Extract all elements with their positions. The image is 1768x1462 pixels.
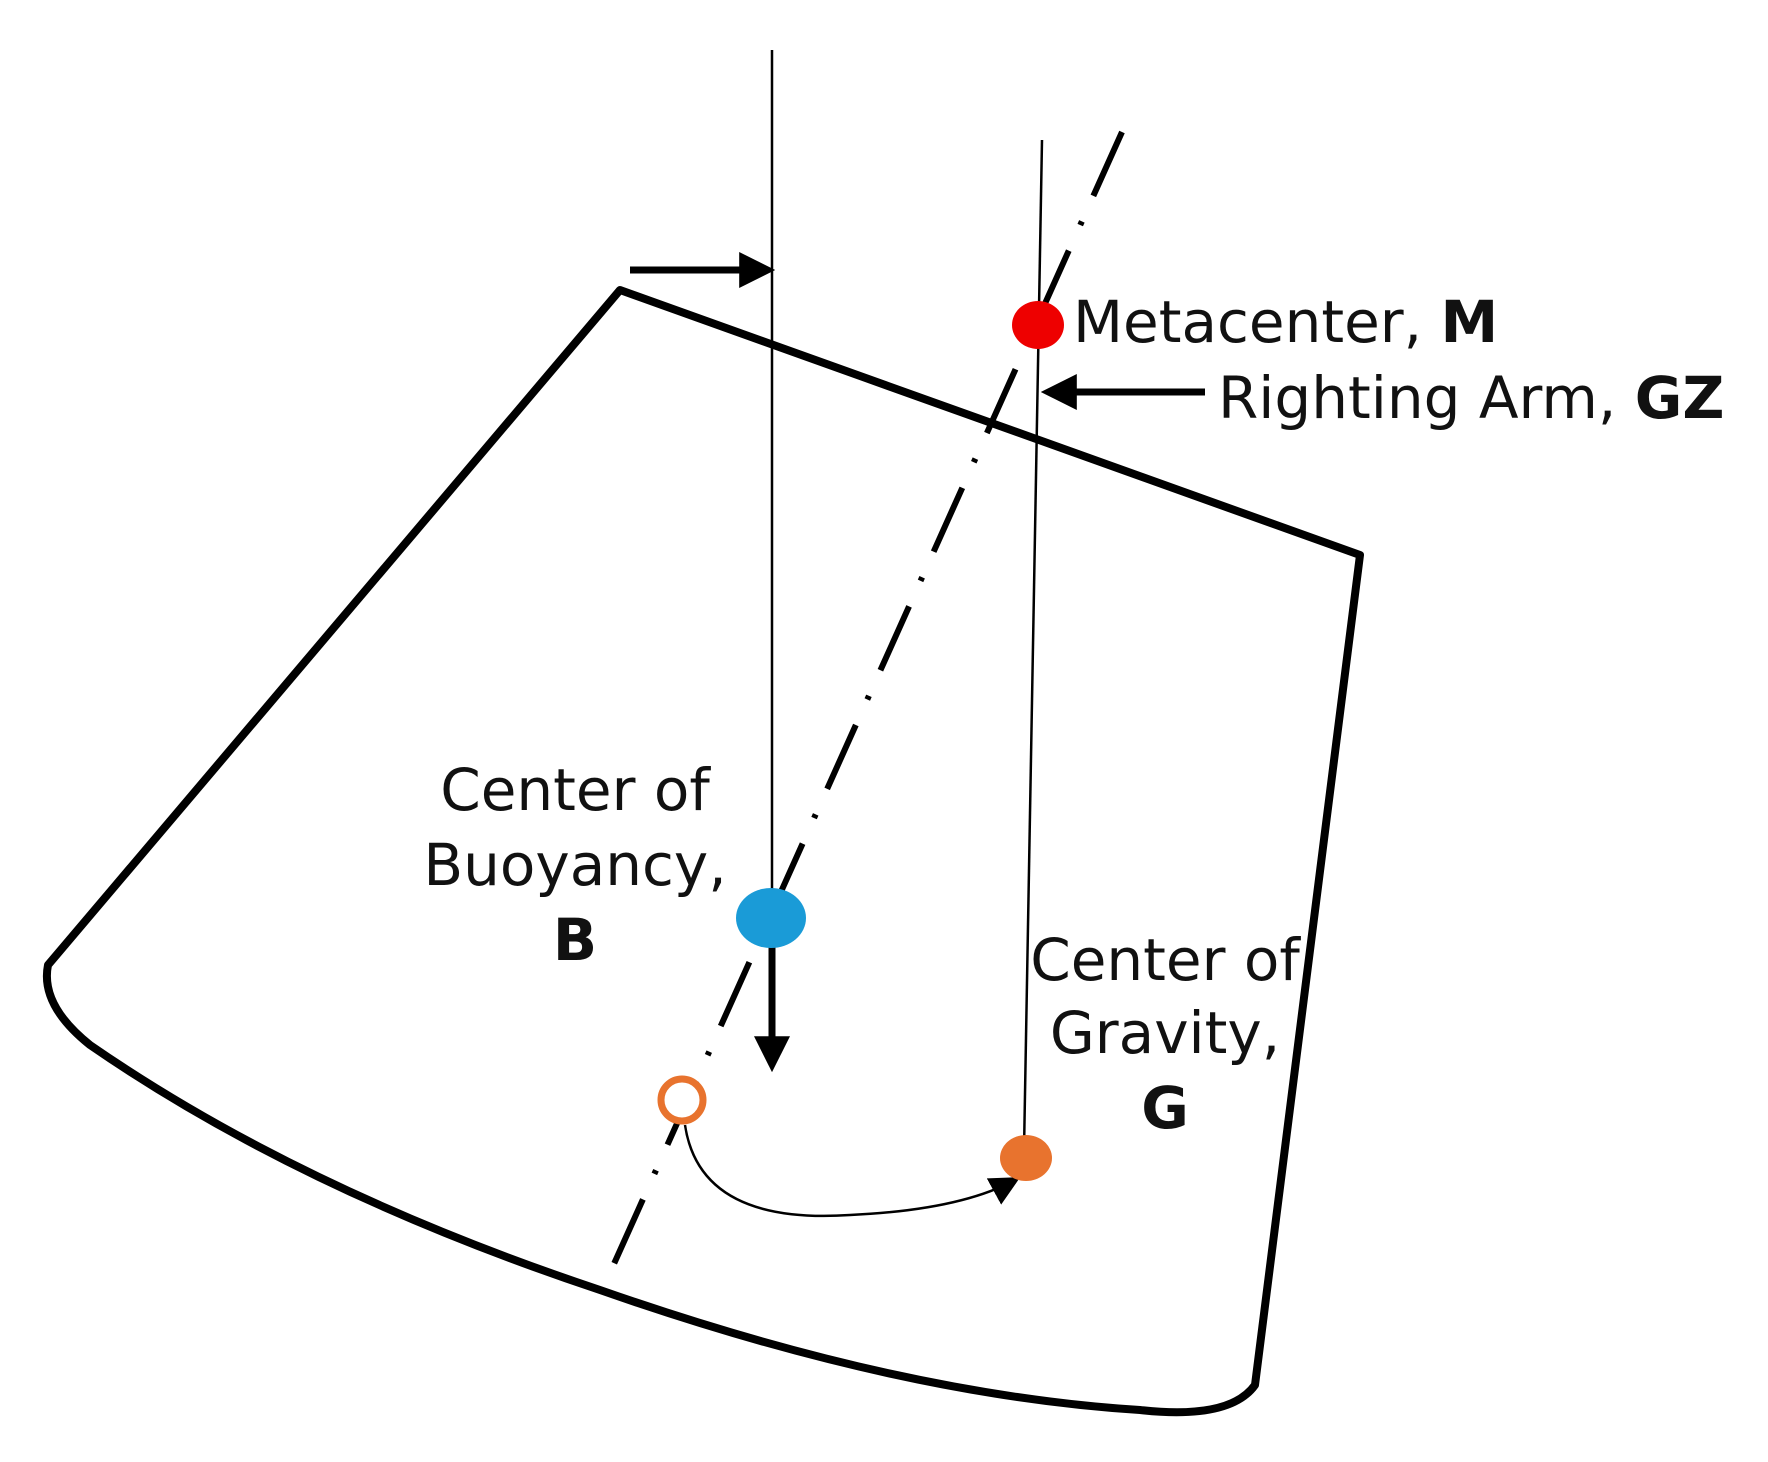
metacenter-label: Metacenter, M [1073,288,1498,356]
gravity-vertical-line [1022,139,1044,1151]
gravity-label-line1: Center of [1030,926,1301,994]
gravity-label-line2: Gravity, [1050,999,1280,1067]
gravity-symbol: G [1141,1074,1189,1142]
gravity-point [1000,1135,1052,1181]
metacenter-point [1012,301,1064,349]
buoyancy-label-line1: Center of [440,756,711,824]
buoyancy-symbol: B [553,906,597,974]
buoyancy-point [736,888,806,948]
righting-arm-label: Righting Arm, GZ [1218,364,1724,432]
gravity-shift-arrow [683,1124,1021,1218]
original-gravity-point [657,1075,707,1125]
buoyancy-label-line2: Buoyancy, [423,831,726,899]
